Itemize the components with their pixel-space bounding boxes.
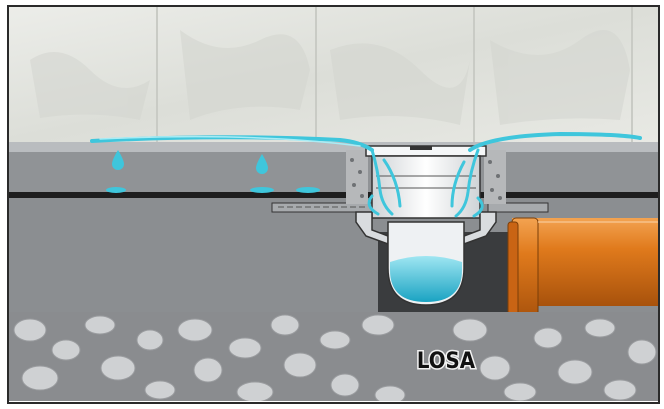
surface-water [90,131,642,152]
slab-gravel [9,312,658,401]
wall-tiles [9,7,658,142]
slab-label: LOSA [417,349,476,374]
frame [7,5,660,404]
drain-pipe-icon [507,217,658,321]
waterproof-membrane [9,192,658,198]
water-drop-icon [106,150,320,193]
water-flow [367,148,484,218]
trap-water [390,256,462,302]
mortar-bed [346,150,506,204]
